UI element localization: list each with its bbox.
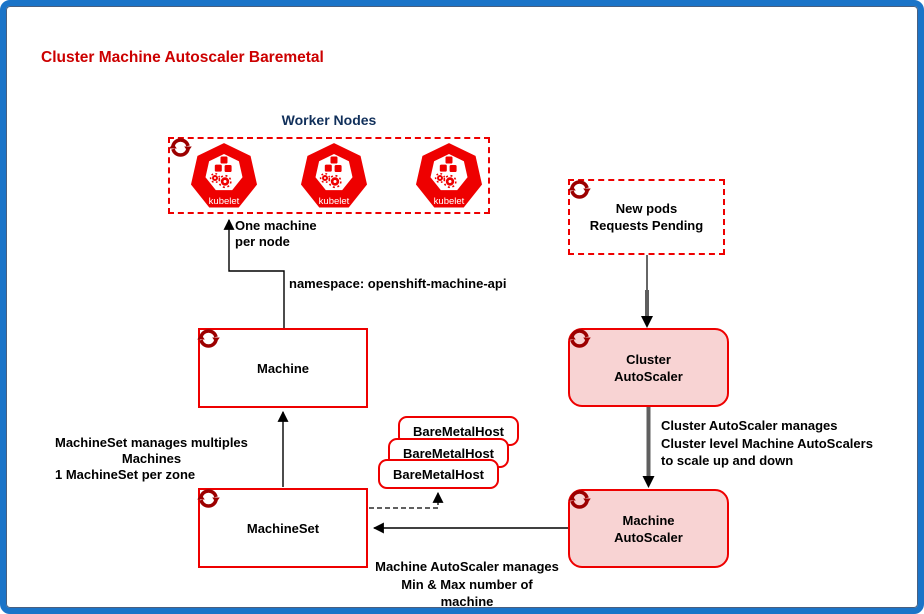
refresh-icon <box>567 329 592 348</box>
annotation-line: Min & Max number of machine <box>401 576 533 609</box>
annotation-line: in MachineSet <box>374 611 560 614</box>
annotation-one-machine-per-node: One machine per node <box>235 218 317 250</box>
arrowhead-clusterautoscaler <box>641 316 653 328</box>
refresh-icon <box>168 138 193 157</box>
machine-autoscaler-node: Machine AutoScaler <box>568 489 729 568</box>
baremetalhost-node: BareMetalHost <box>378 459 499 489</box>
annotation-line: One machine <box>235 218 317 233</box>
annotation-machineset-manages: MachineSet manages multiples Machines 1 … <box>55 435 248 483</box>
annotation-line: per node <box>235 234 290 249</box>
diagram-title: Cluster Machine Autoscaler Baremetal <box>41 49 324 66</box>
cluster-autoscaler-node: Cluster AutoScaler <box>568 328 729 407</box>
baremetalhost-label: BareMetalHost <box>412 423 505 439</box>
baremetalhost-label: BareMetalHost <box>392 466 485 482</box>
worker-nodes-label: Worker Nodes <box>281 112 377 128</box>
arrowhead-machineautoscaler <box>642 476 655 488</box>
connector-machine-to-workernodes <box>223 218 285 328</box>
refresh-icon <box>196 489 221 508</box>
kubelet-node-icon: kubelet <box>188 141 260 210</box>
annotation-machine-autoscaler-manages: Machine AutoScaler manages Min & Max num… <box>374 558 560 614</box>
cluster-autoscaler-line1: Cluster <box>626 351 671 367</box>
machine-node: Machine <box>198 328 368 408</box>
kubelet-node-icon: kubelet <box>298 141 370 210</box>
machineset-label: MachineSet <box>246 520 320 536</box>
new-pods-node: New pods Requests Pending <box>568 179 725 255</box>
machine-label: Machine <box>256 360 309 376</box>
refresh-icon <box>196 329 221 348</box>
annotation-line: Cluster level Machine AutoScalers <box>661 435 873 451</box>
machine-autoscaler-line2: AutoScaler <box>614 529 683 545</box>
connectors-layer <box>223 218 655 534</box>
kubelet-label: kubelet <box>209 196 240 207</box>
annotation-line: Machines <box>121 451 182 466</box>
annotation-namespace: namespace: openshift-machine-api <box>289 276 507 291</box>
worker-nodes-box <box>168 137 490 214</box>
new-pods-line2: Requests Pending <box>589 218 704 233</box>
refresh-icon <box>567 490 592 509</box>
kubelet-label: kubelet <box>434 196 465 207</box>
annotation-line: Machine AutoScaler manages <box>375 559 559 574</box>
kubelet-node-icon: kubelet <box>413 141 485 210</box>
new-pods-line1: New pods <box>615 201 678 216</box>
annotation-line: 1 MachineSet per zone <box>55 467 196 482</box>
kubelet-label: kubelet <box>319 196 350 207</box>
machine-autoscaler-line1: Machine <box>622 512 675 528</box>
refresh-icon <box>567 180 592 199</box>
connector-machineset-to-baremetalhost <box>369 491 444 509</box>
cluster-autoscaler-line2: AutoScaler <box>614 368 683 384</box>
baremetalhost-label: BareMetalHost <box>402 445 495 461</box>
annotation-line: MachineSet manages multiples <box>55 435 248 450</box>
annotation-line: to scale up and down <box>661 453 794 468</box>
annotation-line: Cluster AutoScaler manages <box>661 418 838 433</box>
annotation-cluster-autoscaler-manages: Cluster AutoScaler manages Cluster level… <box>661 417 873 470</box>
machineset-node: MachineSet <box>198 488 368 568</box>
